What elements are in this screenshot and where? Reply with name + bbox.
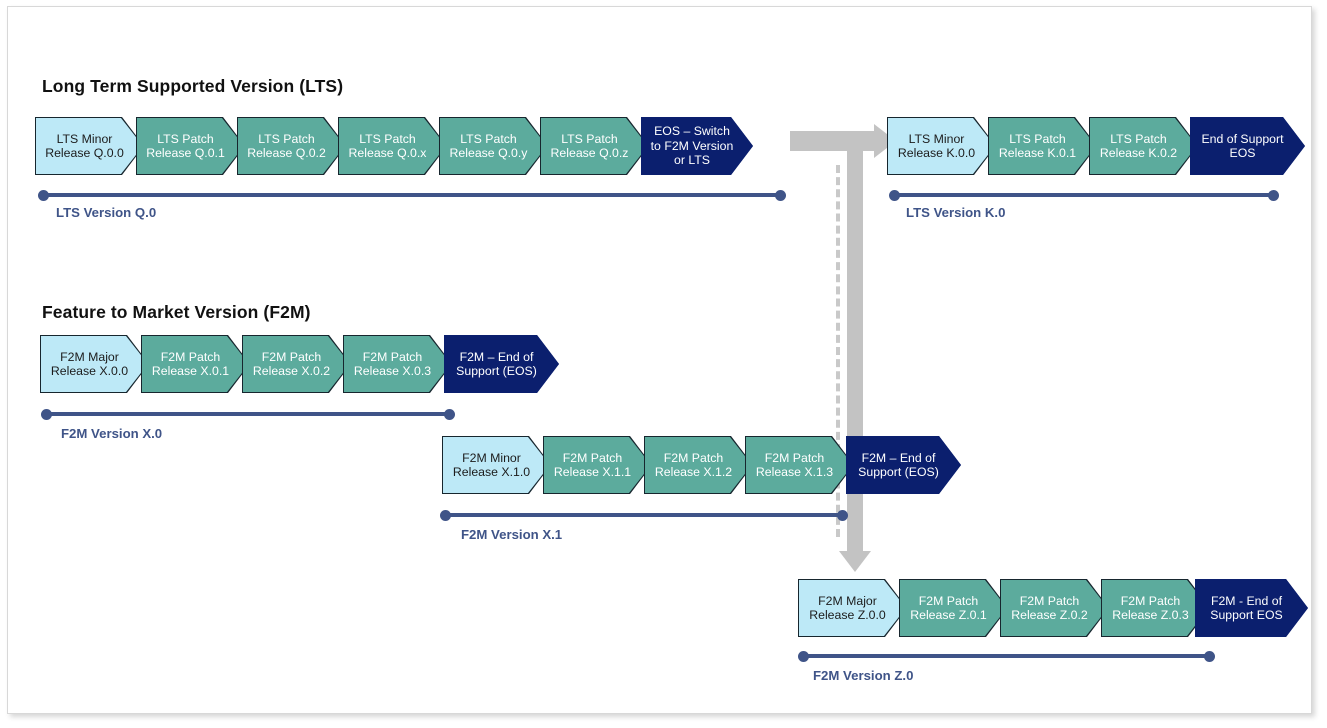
timeline-end-cap	[444, 409, 455, 420]
timeline-label-lts-k0: LTS Version K.0	[906, 205, 1006, 220]
page-frame: Long Term Supported Version (LTS) Featur…	[7, 6, 1312, 714]
dashed-separator-line	[836, 165, 840, 537]
timeline-bar-f2m-x0	[46, 412, 450, 416]
timeline-label-f2m-x0: F2M Version X.0	[61, 426, 163, 441]
section-title-lts: Long Term Supported Version (LTS)	[42, 76, 344, 96]
connector-arrowhead-down	[839, 551, 871, 572]
timeline-end-cap	[1268, 190, 1279, 201]
timeline-end-cap	[1204, 651, 1215, 662]
timeline-bar-f2m-z0	[803, 654, 1209, 658]
timeline-end-cap	[837, 510, 848, 521]
timeline-bar-f2m-x1	[445, 513, 843, 517]
timeline-label-f2m-z0: F2M Version Z.0	[813, 668, 914, 683]
timeline-bar-lts-q0	[43, 193, 781, 197]
timeline-label-f2m-x1: F2M Version X.1	[461, 527, 563, 542]
connector-horizontal-bar	[790, 131, 876, 151]
timeline-end-cap	[775, 190, 786, 201]
timeline-bar-lts-k0	[894, 193, 1274, 197]
section-title-f2m: Feature to Market Version (F2M)	[42, 302, 311, 322]
timeline-label-lts-q0: LTS Version Q.0	[56, 205, 157, 220]
